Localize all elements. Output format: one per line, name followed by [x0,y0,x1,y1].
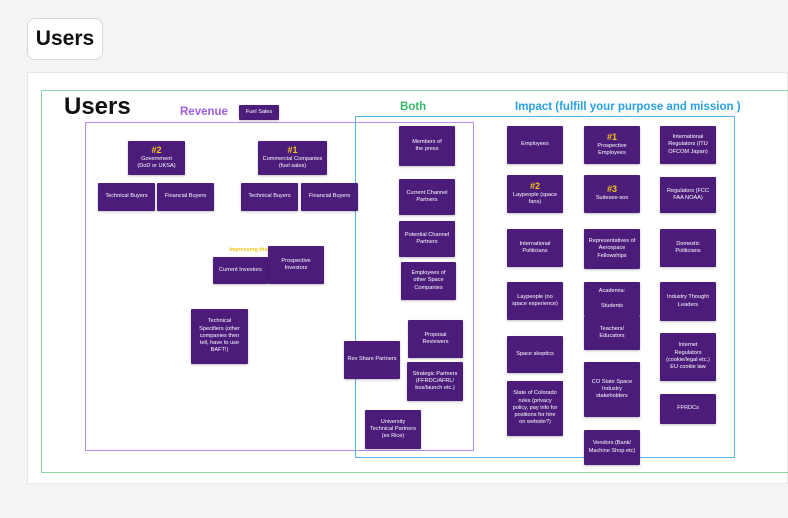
note-text: CO State Space Industry stakeholders [591,378,633,400]
priority-rank: #1 [606,131,617,142]
sticky-note-employees-other-companies[interactable]: Employees of other Space Companies [401,262,456,300]
sticky-note-prospective-investors[interactable]: Prospective Investors [268,246,324,284]
sticky-note-laypeople-space-fans[interactable]: #2 Laypeople (space fans) [507,175,563,213]
fuel-sales-note[interactable]: Fuel Sales [239,105,279,120]
note-text: Vendors (Bank/ Machine Shop etc) [588,440,636,454]
sticky-note-international-politicians[interactable]: International Politicians [507,229,563,267]
sticky-note-technical-specifiers[interactable]: Technical Specifiers (other companies th… [191,309,248,364]
sticky-note-technical-buyers[interactable]: Technical Buyers [241,183,298,211]
sticky-note-co-state-stakeholders[interactable]: CO State Space Industry stakeholders [584,362,640,417]
note-text: Commercial Companies (fuel sales) [262,155,323,169]
sticky-note-domestic-politicians[interactable]: Domestic Politicians [660,229,716,267]
sticky-note-academia-students[interactable]: Academia: Students [584,282,640,316]
note-text: Financial Buyers [164,193,207,200]
impact-header: Impact (fulfill your purpose and mission… [515,101,741,113]
sticky-note-current-investors[interactable]: Current Investors [213,257,268,284]
note-text: Teachers/ Educators [599,325,625,339]
note-text: Suitesee-sos [595,195,629,202]
sticky-note-aerospace-fellowships[interactable]: Representatives of Aerospace Fellowships [584,229,640,269]
note-text: Potential Channel Partners [404,231,450,245]
sticky-note-space-skeptics[interactable]: Space skeptics [507,336,563,373]
note-text: Laypeople (no space experience) [512,293,558,307]
sticky-note-technical-buyers[interactable]: Technical Buyers [98,183,155,211]
note-text: International Regulators (ITU OFCOM Japa… [668,134,708,155]
sticky-note-rev-share-partners[interactable]: Rev Share Partners [344,341,400,379]
sticky-note-university-partners[interactable]: University Technical Partners (ex Rice) [365,410,421,449]
note-text: Proposal Reviewers [422,331,449,345]
note-text: Prospective Employees [597,142,627,156]
sticky-note-members-of-press[interactable]: Members of the press [399,126,455,166]
note-text: Technical Buyers [248,193,291,200]
note-text: Industry Thought Leaders [667,294,709,308]
impact-section-frame [355,116,735,458]
note-text: Regulators (FCC FAA NOAA) [667,187,709,201]
note-text: Fuel Sales [245,108,273,115]
sticky-note-government[interactable]: #2 Government (DoD or UKSA) [128,141,185,175]
board-title: Users [64,93,131,120]
sticky-note-prospective-employees[interactable]: #1 Prospective Employees [584,126,640,164]
sticky-note-international-regulators[interactable]: International Regulators (ITU OFCOM Japa… [660,126,716,164]
note-text: Internet Regulators (cookie/legal etc.) … [666,342,710,371]
priority-rank: #2 [529,180,540,191]
sticky-note-regulators[interactable]: Regulators (FCC FAA NOAA) [660,177,716,213]
note-text: Rev Share Partners [347,356,397,363]
note-text: International Politicians [519,240,551,254]
sticky-note-employees[interactable]: Employees [507,126,563,164]
sticky-note-strategic-partners[interactable]: Strategic Partners (FFRDC/AFRL/ bus/laun… [407,362,463,401]
note-text: Space skeptics [516,350,554,357]
note-text: Current Investors [219,266,262,273]
sticky-note-laypeople-no-experience[interactable]: Laypeople (no space experience) [507,282,563,320]
sticky-note-current-channel-partners[interactable]: Current Channel Partners [399,179,455,215]
note-text: Technical Buyers [105,193,148,200]
sticky-note-teachers-educators[interactable]: Teachers/ Educators [584,316,640,350]
note-text: Academia: Students [598,288,626,309]
note-text: University Technical Partners (ex Rice) [369,418,416,440]
sticky-note-ffrdcs[interactable]: FFRDCs [660,394,716,424]
priority-rank: #2 [151,144,162,155]
revenue-section-frame [85,122,474,451]
sticky-note-state-of-colorado[interactable]: State of Colorado rules (privacy policy,… [507,381,563,436]
note-text: Prospective Investors [281,257,311,271]
note-text: Government (DoD or UKSA) [137,155,176,169]
note-text: Representatives of Aerospace Fellowships [588,238,636,259]
priority-rank: #1 [287,144,298,155]
sticky-note-potential-channel-partners[interactable]: Potential Channel Partners [399,221,455,257]
note-text: Laypeople (space fans) [512,191,558,205]
sticky-note-commercial-companies[interactable]: #1 Commercial Companies (fuel sales) [258,141,327,175]
sticky-note-proposal-reviewers[interactable]: Proposal Reviewers [408,320,463,358]
note-text: Financial Buyers [308,193,351,200]
note-text: Employees of other Space Companies [411,270,446,291]
note-text: Strategic Partners (FFRDC/AFRL/ bus/laun… [412,370,458,392]
note-text: Domestic Politicians [675,240,701,254]
note-text: Employees [521,141,549,148]
page-tab-title[interactable]: Users [27,18,103,60]
users-frame[interactable] [41,90,788,473]
note-text: Technical Specifiers (other companies th… [199,318,240,354]
note-text: State of Colorado rules (privacy policy,… [512,390,558,426]
both-header: Both [400,101,427,113]
sticky-note-financial-buyers[interactable]: Financial Buyers [157,183,214,211]
note-text: FFRDCs [677,405,699,412]
sticky-note-industry-thought-leaders[interactable]: Industry Thought Leaders [660,282,716,321]
sticky-note-vendors[interactable]: Vendors (Bank/ Machine Shop etc) [584,430,640,465]
sticky-note-suitesee-sos[interactable]: #3 Suitesee-sos [584,175,640,213]
sticky-note-internet-regulators[interactable]: Internet Regulators (cookie/legal etc.) … [660,333,716,381]
revenue-header: Revenue [180,106,228,118]
note-text: Members of the press [412,138,442,152]
sticky-note-financial-buyers[interactable]: Financial Buyers [301,183,358,211]
note-text: Current Channel Partners [406,189,448,203]
priority-rank: #3 [606,184,617,195]
